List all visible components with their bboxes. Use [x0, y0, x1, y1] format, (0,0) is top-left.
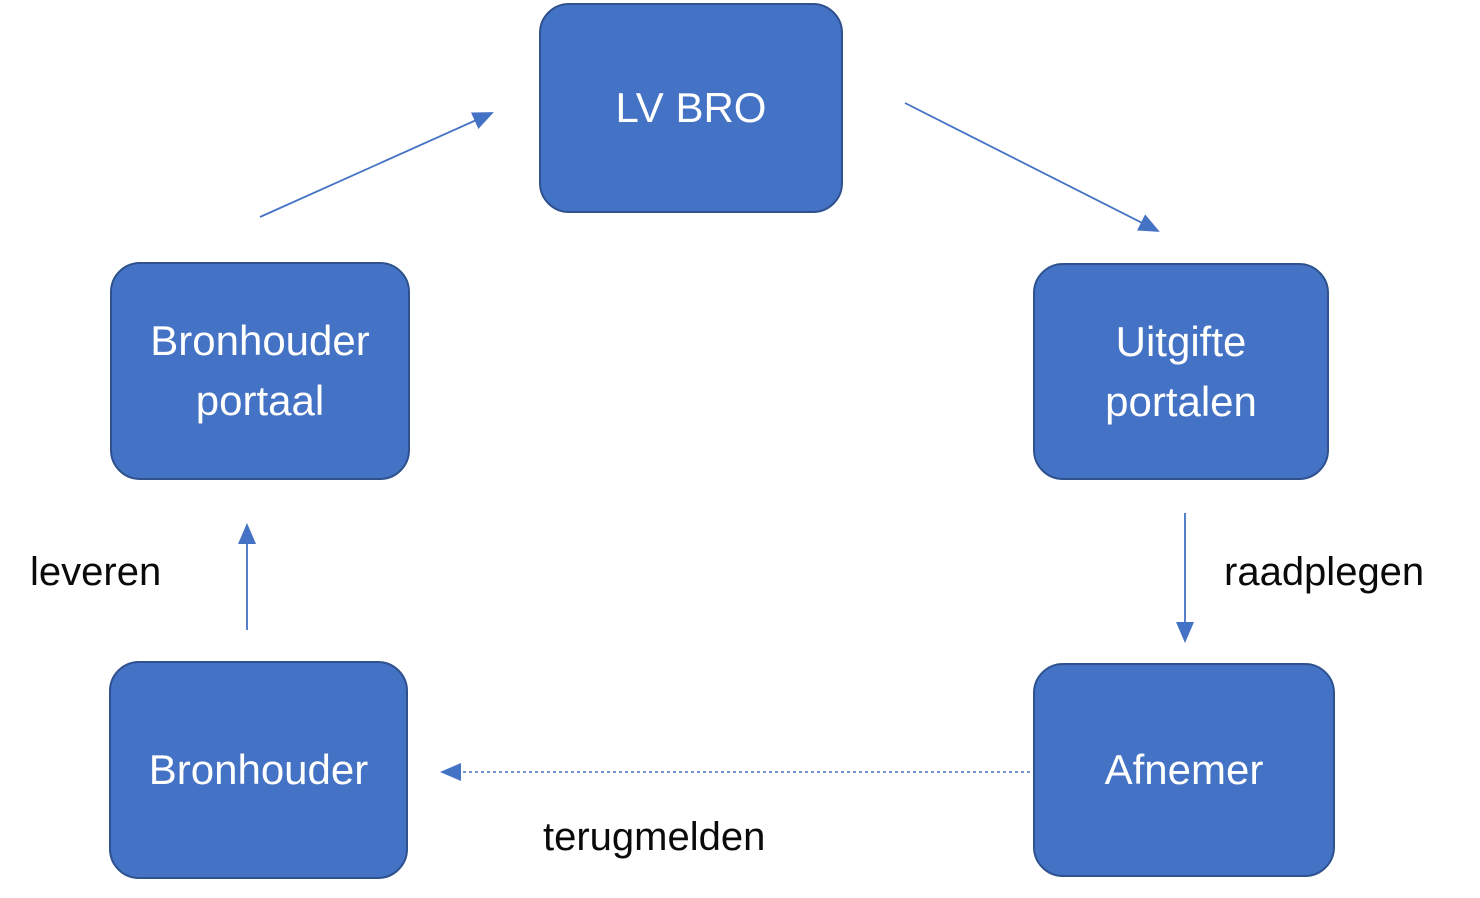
arrow-bronhouderportaal-to-lvbro	[259, 112, 494, 218]
node-bronhouder: Bronhouder	[109, 661, 408, 879]
node-bronhouder-portaal: Bronhouder portaal	[110, 262, 410, 480]
node-uitgifte-portalen: Uitgifte portalen	[1033, 263, 1329, 480]
node-uitgifte-portalen-label: Uitgifte portalen	[1105, 317, 1257, 425]
node-bronhouder-portaal-label: Bronhouder portaal	[150, 317, 370, 424]
node-lv-bro-label: LV BRO	[615, 84, 767, 132]
edge-label-raadplegen: raadplegen	[1224, 550, 1425, 594]
node-lv-bro: LV BRO	[539, 3, 843, 213]
node-afnemer-label: Afnemer	[1104, 746, 1264, 794]
edge-label-leveren: leveren	[30, 550, 162, 594]
edge-label-terugmelden: terugmelden	[543, 815, 766, 859]
arrow-lvbro-to-uitgifteportalen	[904, 102, 1160, 232]
node-afnemer: Afnemer	[1033, 663, 1335, 877]
node-bronhouder-label: Bronhouder	[148, 746, 369, 794]
